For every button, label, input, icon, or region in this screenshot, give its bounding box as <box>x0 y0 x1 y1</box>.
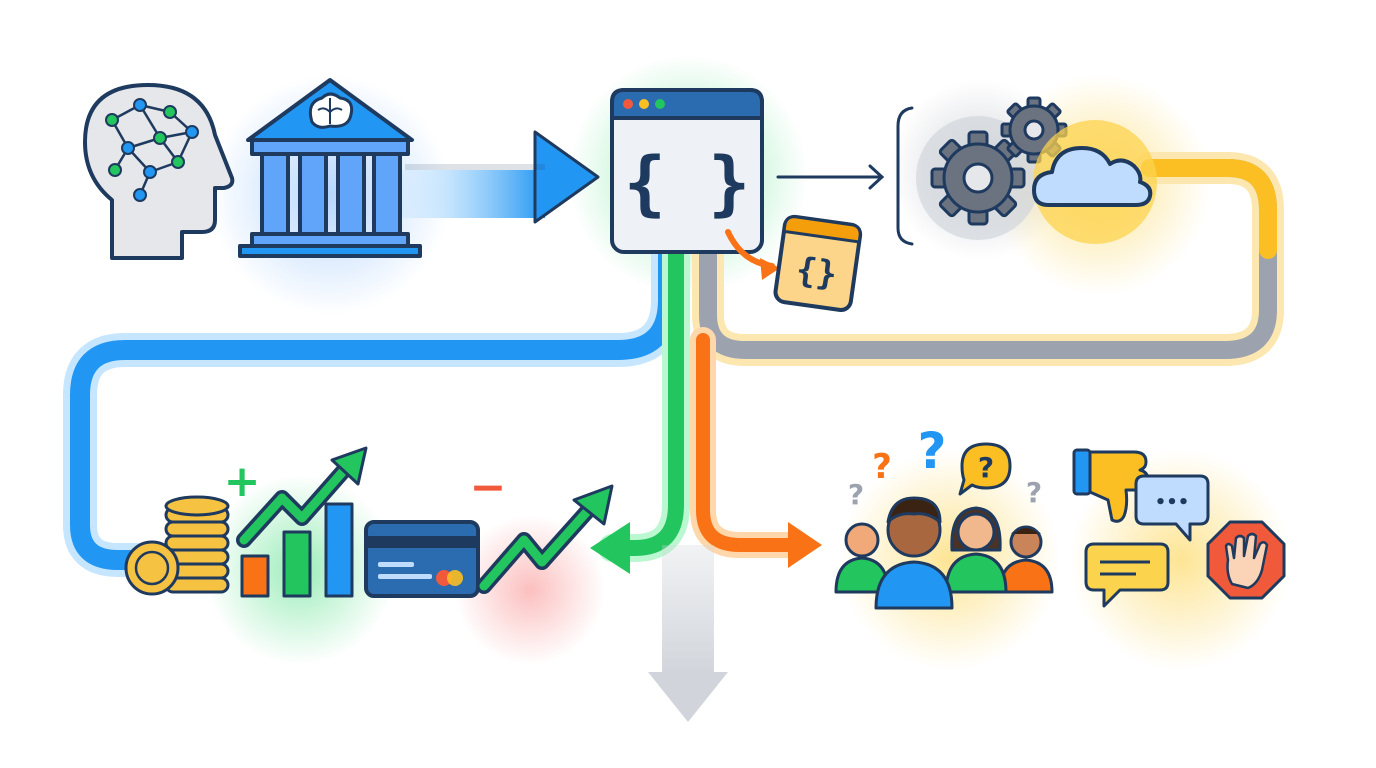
zigzag-arrow <box>476 484 614 594</box>
green-path <box>598 241 690 562</box>
bracket <box>896 106 914 246</box>
growth-chart-icon <box>236 446 368 598</box>
stop-hand-icon <box>1206 520 1286 600</box>
minus-sign: − <box>470 462 507 513</box>
gray-down-arrow <box>648 545 728 722</box>
question-mark: ? <box>848 478 864 511</box>
confused-people-icon <box>834 496 1054 610</box>
credit-card-icon <box>364 520 480 598</box>
ai-brain-head-icon <box>83 83 235 260</box>
flow-paths <box>63 152 1284 577</box>
blue-beam-arrow <box>395 130 600 224</box>
green-arrowhead <box>590 522 630 574</box>
question-bubble-mark: ? <box>978 451 994 484</box>
thin-arrow <box>776 164 885 190</box>
chat-bubbles-icon: ••• <box>1084 474 1210 608</box>
question-mark: ? <box>872 447 892 487</box>
orange-path <box>690 327 803 558</box>
institution-brain-icon <box>238 78 422 258</box>
question-marks: ? ? ? ? ? <box>848 422 1042 511</box>
orange-arrowhead <box>788 522 822 568</box>
coins-icon <box>124 495 230 596</box>
plus-sign: + <box>224 456 261 507</box>
code-window-glyph: { } <box>624 142 750 224</box>
question-mark: ? <box>1026 476 1042 509</box>
question-mark: ? <box>917 422 946 480</box>
cloud-icon <box>1032 120 1157 244</box>
code-file-glyph: {} <box>794 250 840 295</box>
code-window-icon: { } <box>610 88 764 254</box>
chat-dots: ••• <box>1155 492 1190 513</box>
gears-icon <box>916 96 1068 240</box>
code-file-icon: {} <box>725 214 863 312</box>
